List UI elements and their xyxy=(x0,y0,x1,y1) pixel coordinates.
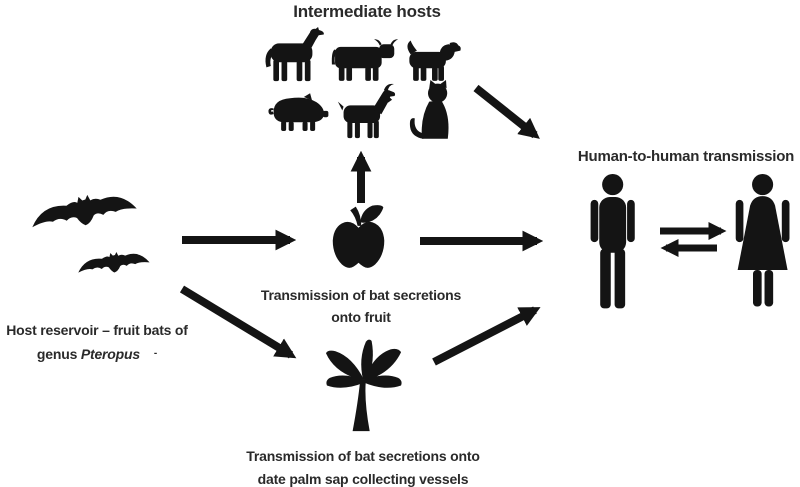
host-reservoir-genus-prefix: genus xyxy=(36,346,81,362)
arrow-bats-to-palm xyxy=(179,285,297,359)
intermediate-hosts-label: Intermediate hosts xyxy=(293,2,441,21)
woman-icon xyxy=(735,174,790,307)
host-reservoir-label: Host reservoir – fruit bats of genus Pte… xyxy=(0,319,197,366)
dog-icon xyxy=(407,40,461,81)
cat-icon xyxy=(409,80,449,139)
palm-transmission-line2: date palm sap collecting vessels xyxy=(257,471,469,487)
palm-transmission-label: Transmission of bat secretions onto date… xyxy=(218,445,508,487)
goat-icon xyxy=(337,83,396,139)
bat-icon-small xyxy=(76,248,151,277)
pig-icon xyxy=(268,93,329,132)
cow-icon xyxy=(331,39,399,81)
human-to-human-label: Human-to-human transmission xyxy=(577,148,795,165)
apple-icon xyxy=(332,205,385,268)
palm-tree-icon xyxy=(326,339,402,432)
man-icon xyxy=(590,174,635,309)
stray-mark: - xyxy=(153,348,158,359)
fruit-transmission-label: Transmission of bat secretions onto frui… xyxy=(241,284,481,328)
host-reservoir-genus: Pteropus xyxy=(80,346,140,362)
host-reservoir-line1: Host reservoir – fruit bats of xyxy=(6,322,188,338)
bat-icon-large xyxy=(28,187,139,234)
arrow-palm-to-humans xyxy=(432,306,541,366)
fruit-transmission-line1: Transmission of bat secretions xyxy=(260,287,462,303)
fruit-transmission-line2: onto fruit xyxy=(331,309,391,325)
horse-icon xyxy=(265,27,324,82)
arrow-hosts-to-humans xyxy=(473,84,540,139)
palm-transmission-line1: Transmission of bat secretions onto xyxy=(246,448,480,464)
